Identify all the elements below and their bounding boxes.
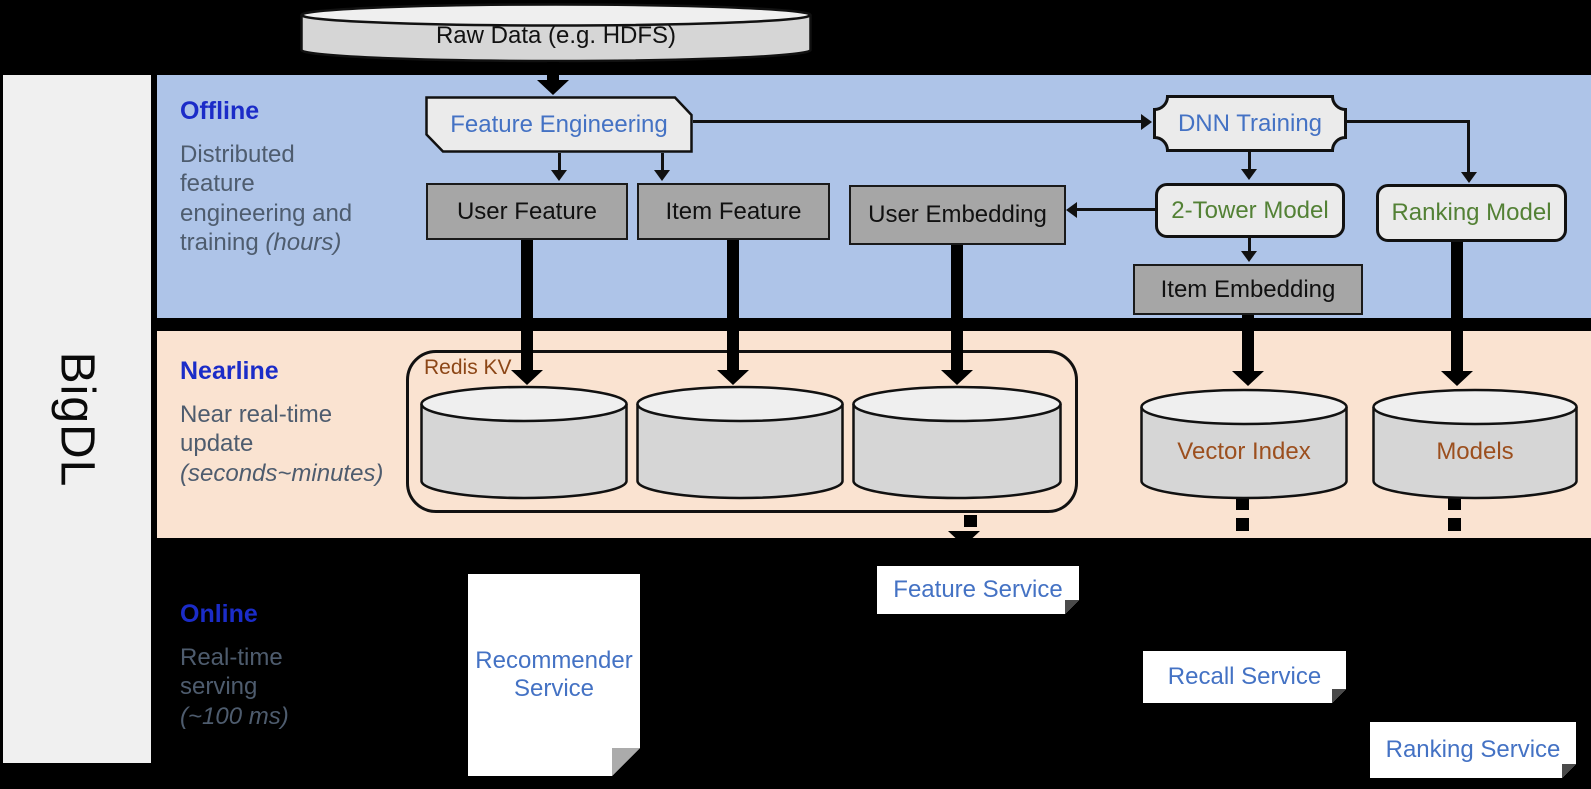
item-feature-node: Item Feature (637, 183, 830, 240)
feature-engineering-node: Feature Engineering (425, 96, 693, 153)
arrow-fe-to-userfeature-line (558, 153, 561, 172)
feature-service-card: Feature Service (877, 566, 1079, 614)
dashed-redis-to-featureservice-dash (964, 515, 977, 527)
arrow-rankingmodel-to-models-head (1441, 371, 1473, 386)
arrow-twotower-to-userembedding-head (1066, 202, 1077, 218)
recommender-service-fold-icon (612, 748, 640, 776)
cylinder-shape (1372, 388, 1578, 500)
two-tower-model-node: 2-Tower Model (1155, 183, 1345, 238)
item-embedding-node: Item Embedding (1133, 264, 1363, 315)
user-embedding-node: User Embedding (849, 185, 1066, 245)
dnn-training-node: DNN Training (1153, 95, 1347, 152)
arrow-fe-to-itemfeature-head (654, 170, 670, 181)
nearline-desc: Near real-time update (seconds~minutes) (180, 400, 405, 488)
ranking-service-card: Ranking Service (1370, 722, 1576, 778)
offline-title: Offline (180, 97, 260, 125)
arrow-twotower-to-itemembedding-head (1241, 251, 1257, 262)
arrow-dnn-to-twotower-head (1241, 169, 1257, 180)
arrow-fe-to-dnn-line (693, 120, 1141, 123)
recall-service-fold-icon (1332, 689, 1346, 703)
redis-kv-label: Redis KV (424, 356, 512, 379)
arrow-userembedding-to-kv-head (941, 370, 973, 385)
nearline-desc-text: Near real-time update (180, 401, 333, 458)
arrow-twotower-to-itemembedding-line (1248, 238, 1251, 253)
arrow-rawdata-to-fe-bar (547, 62, 559, 81)
arrow-rawdata-to-fe-head (537, 80, 569, 95)
dashed-models-link-dash1 (1448, 498, 1461, 510)
cylinder-shape (1140, 388, 1348, 500)
arrow-dnn-to-twotower-line (1248, 152, 1251, 171)
models-cylinder: Models (1372, 388, 1578, 500)
recall-service-card: Recall Service (1143, 651, 1346, 703)
snip-rectangle-shape (425, 96, 693, 153)
arrow-itemembedding-to-vectorindex-head (1232, 371, 1264, 386)
cylinder-shape (300, 3, 812, 63)
cylinder-shape (636, 385, 844, 500)
kv-store-cylinder-3 (852, 385, 1062, 500)
raw-data-cylinder: Raw Data (e.g. HDFS) (300, 3, 812, 63)
bigdl-sidebar: BigDL (3, 75, 151, 763)
offline-desc-italic: (hours) (265, 228, 342, 256)
arrow-userfeature-to-kv-head (511, 370, 543, 385)
arrow-rankingmodel-to-models-bar (1451, 241, 1463, 372)
arrow-fe-to-itemfeature-line (661, 153, 664, 172)
recommender-service-doc: Recommender Service (468, 574, 640, 776)
arrow-dnn-to-ranking-hline (1347, 120, 1470, 123)
offline-desc-text: Distributed feature engineering and trai… (180, 141, 353, 256)
arrow-itemfeature-to-kv-bar (727, 239, 739, 371)
arrow-userfeature-to-kv-bar (521, 239, 533, 371)
online-title: Online (180, 600, 258, 628)
arrow-itemembedding-to-vectorindex-bar (1242, 314, 1254, 372)
arrow-userembedding-to-kv-bar (951, 244, 963, 371)
nearline-desc-italic: (seconds~minutes) (180, 459, 384, 487)
online-desc: Real-time serving (~100 ms) (180, 643, 310, 731)
redis-kv-container (406, 350, 1078, 513)
ranking-model-node: Ranking Model (1376, 184, 1567, 242)
dashed-redis-to-featureservice-head (948, 531, 980, 546)
nearline-title: Nearline (180, 357, 279, 385)
cylinder-shape (852, 385, 1062, 500)
kv-store-cylinder-2 (636, 385, 844, 500)
arrow-itemfeature-to-kv-head (717, 370, 749, 385)
vector-index-cylinder: Vector Index (1140, 388, 1348, 500)
bigdl-logo-text: BigDL (50, 351, 104, 487)
arrow-fe-to-userfeature-head (551, 170, 567, 181)
user-feature-node: User Feature (426, 183, 628, 240)
arrow-twotower-to-userembedding-line (1077, 208, 1155, 211)
dashed-models-link-dash2 (1448, 518, 1461, 531)
feature-service-fold-icon (1065, 600, 1079, 614)
dashed-vectorindex-link-dash2 (1236, 518, 1249, 531)
plaque-shape (1153, 95, 1347, 152)
kv-store-cylinder-1 (420, 385, 628, 500)
online-desc-italic: (~100 ms) (180, 702, 289, 730)
arrow-dnn-to-ranking-vline (1467, 120, 1470, 172)
ranking-service-fold-icon (1562, 764, 1576, 778)
online-desc-text: Real-time serving (180, 644, 283, 701)
arrow-fe-to-dnn-head (1141, 114, 1152, 130)
cylinder-shape (420, 385, 628, 500)
dashed-vectorindex-link-dash1 (1236, 498, 1249, 510)
arrow-dnn-to-ranking-head (1461, 172, 1477, 183)
offline-desc: Distributed feature engineering and trai… (180, 140, 365, 257)
